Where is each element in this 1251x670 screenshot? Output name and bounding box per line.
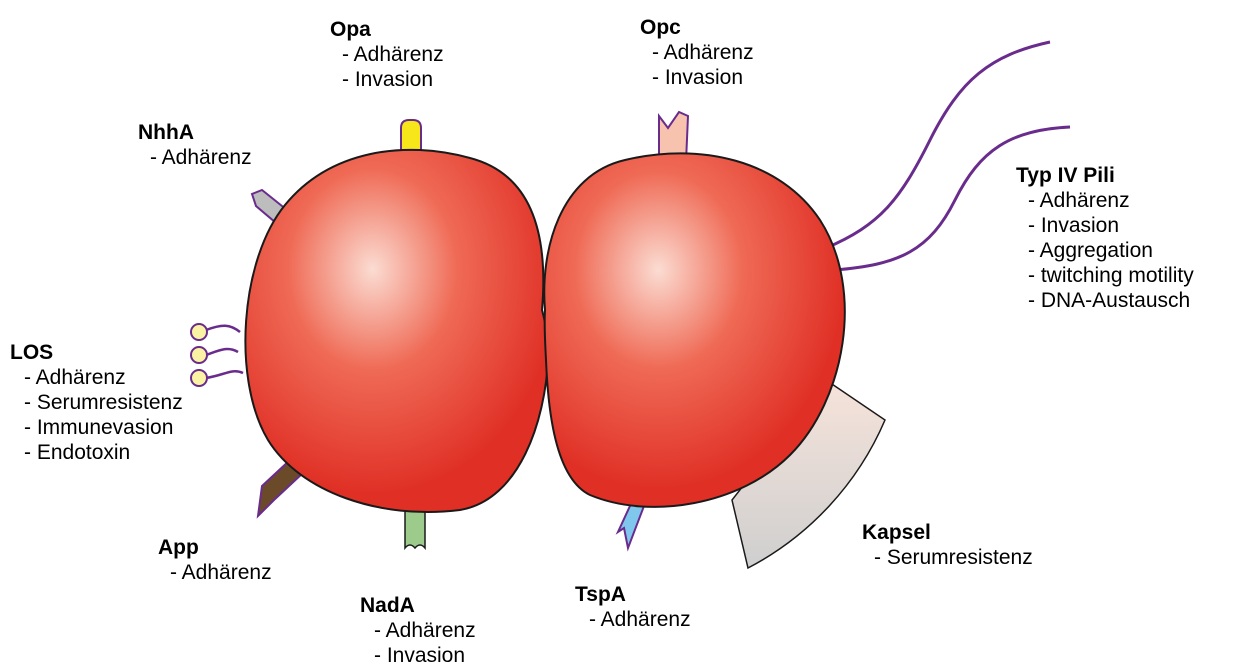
label-title: Typ IV Pili: [1016, 163, 1194, 188]
label-title: NadA: [360, 593, 476, 618]
label-tspa: TspA - Adhärenz: [575, 582, 691, 632]
label-function: - twitching motility: [1028, 263, 1194, 288]
label-title: Opa: [330, 17, 444, 42]
label-nhha: NhhA - Adhärenz: [138, 120, 252, 170]
label-los: LOS - Adhärenz - Serumresistenz - Immune…: [10, 340, 183, 465]
label-function: - Invasion: [342, 67, 444, 92]
label-title: Opc: [640, 15, 754, 40]
left-cell: [245, 150, 548, 512]
label-kapsel: Kapsel - Serumresistenz: [862, 520, 1033, 570]
label-function: - Adhärenz: [1028, 188, 1194, 213]
label-title: App: [158, 535, 272, 560]
los-molecules: [191, 324, 243, 386]
label-function: - Invasion: [374, 643, 476, 668]
label-function: - Invasion: [1028, 213, 1194, 238]
label-function: - Adhärenz: [342, 42, 444, 67]
label-typ-iv-pili: Typ IV Pili - Adhärenz - Invasion - Aggr…: [1016, 163, 1194, 313]
label-app: App - Adhärenz: [158, 535, 272, 585]
label-title: Kapsel: [862, 520, 1033, 545]
label-function: - Serumresistenz: [24, 390, 183, 415]
label-function: - Immunevasion: [24, 415, 183, 440]
label-title: NhhA: [138, 120, 252, 145]
label-function: - Adhärenz: [24, 365, 183, 390]
label-function: - Adhärenz: [150, 145, 252, 170]
label-function: - DNA-Austausch: [1028, 288, 1194, 313]
label-function: - Adhärenz: [589, 607, 691, 632]
label-opa: Opa - Adhärenz - Invasion: [330, 17, 444, 92]
label-title: TspA: [575, 582, 691, 607]
label-function: - Aggregation: [1028, 238, 1194, 263]
label-function: - Adhärenz: [374, 618, 476, 643]
label-function: - Invasion: [652, 65, 754, 90]
label-function: - Endotoxin: [24, 440, 183, 465]
label-function: - Serumresistenz: [874, 545, 1033, 570]
label-opc: Opc - Adhärenz - Invasion: [640, 15, 754, 90]
label-nada: NadA - Adhärenz - Invasion: [360, 593, 476, 668]
label-function: - Adhärenz: [652, 40, 754, 65]
label-function: - Adhärenz: [170, 560, 272, 585]
label-title: LOS: [10, 340, 183, 365]
